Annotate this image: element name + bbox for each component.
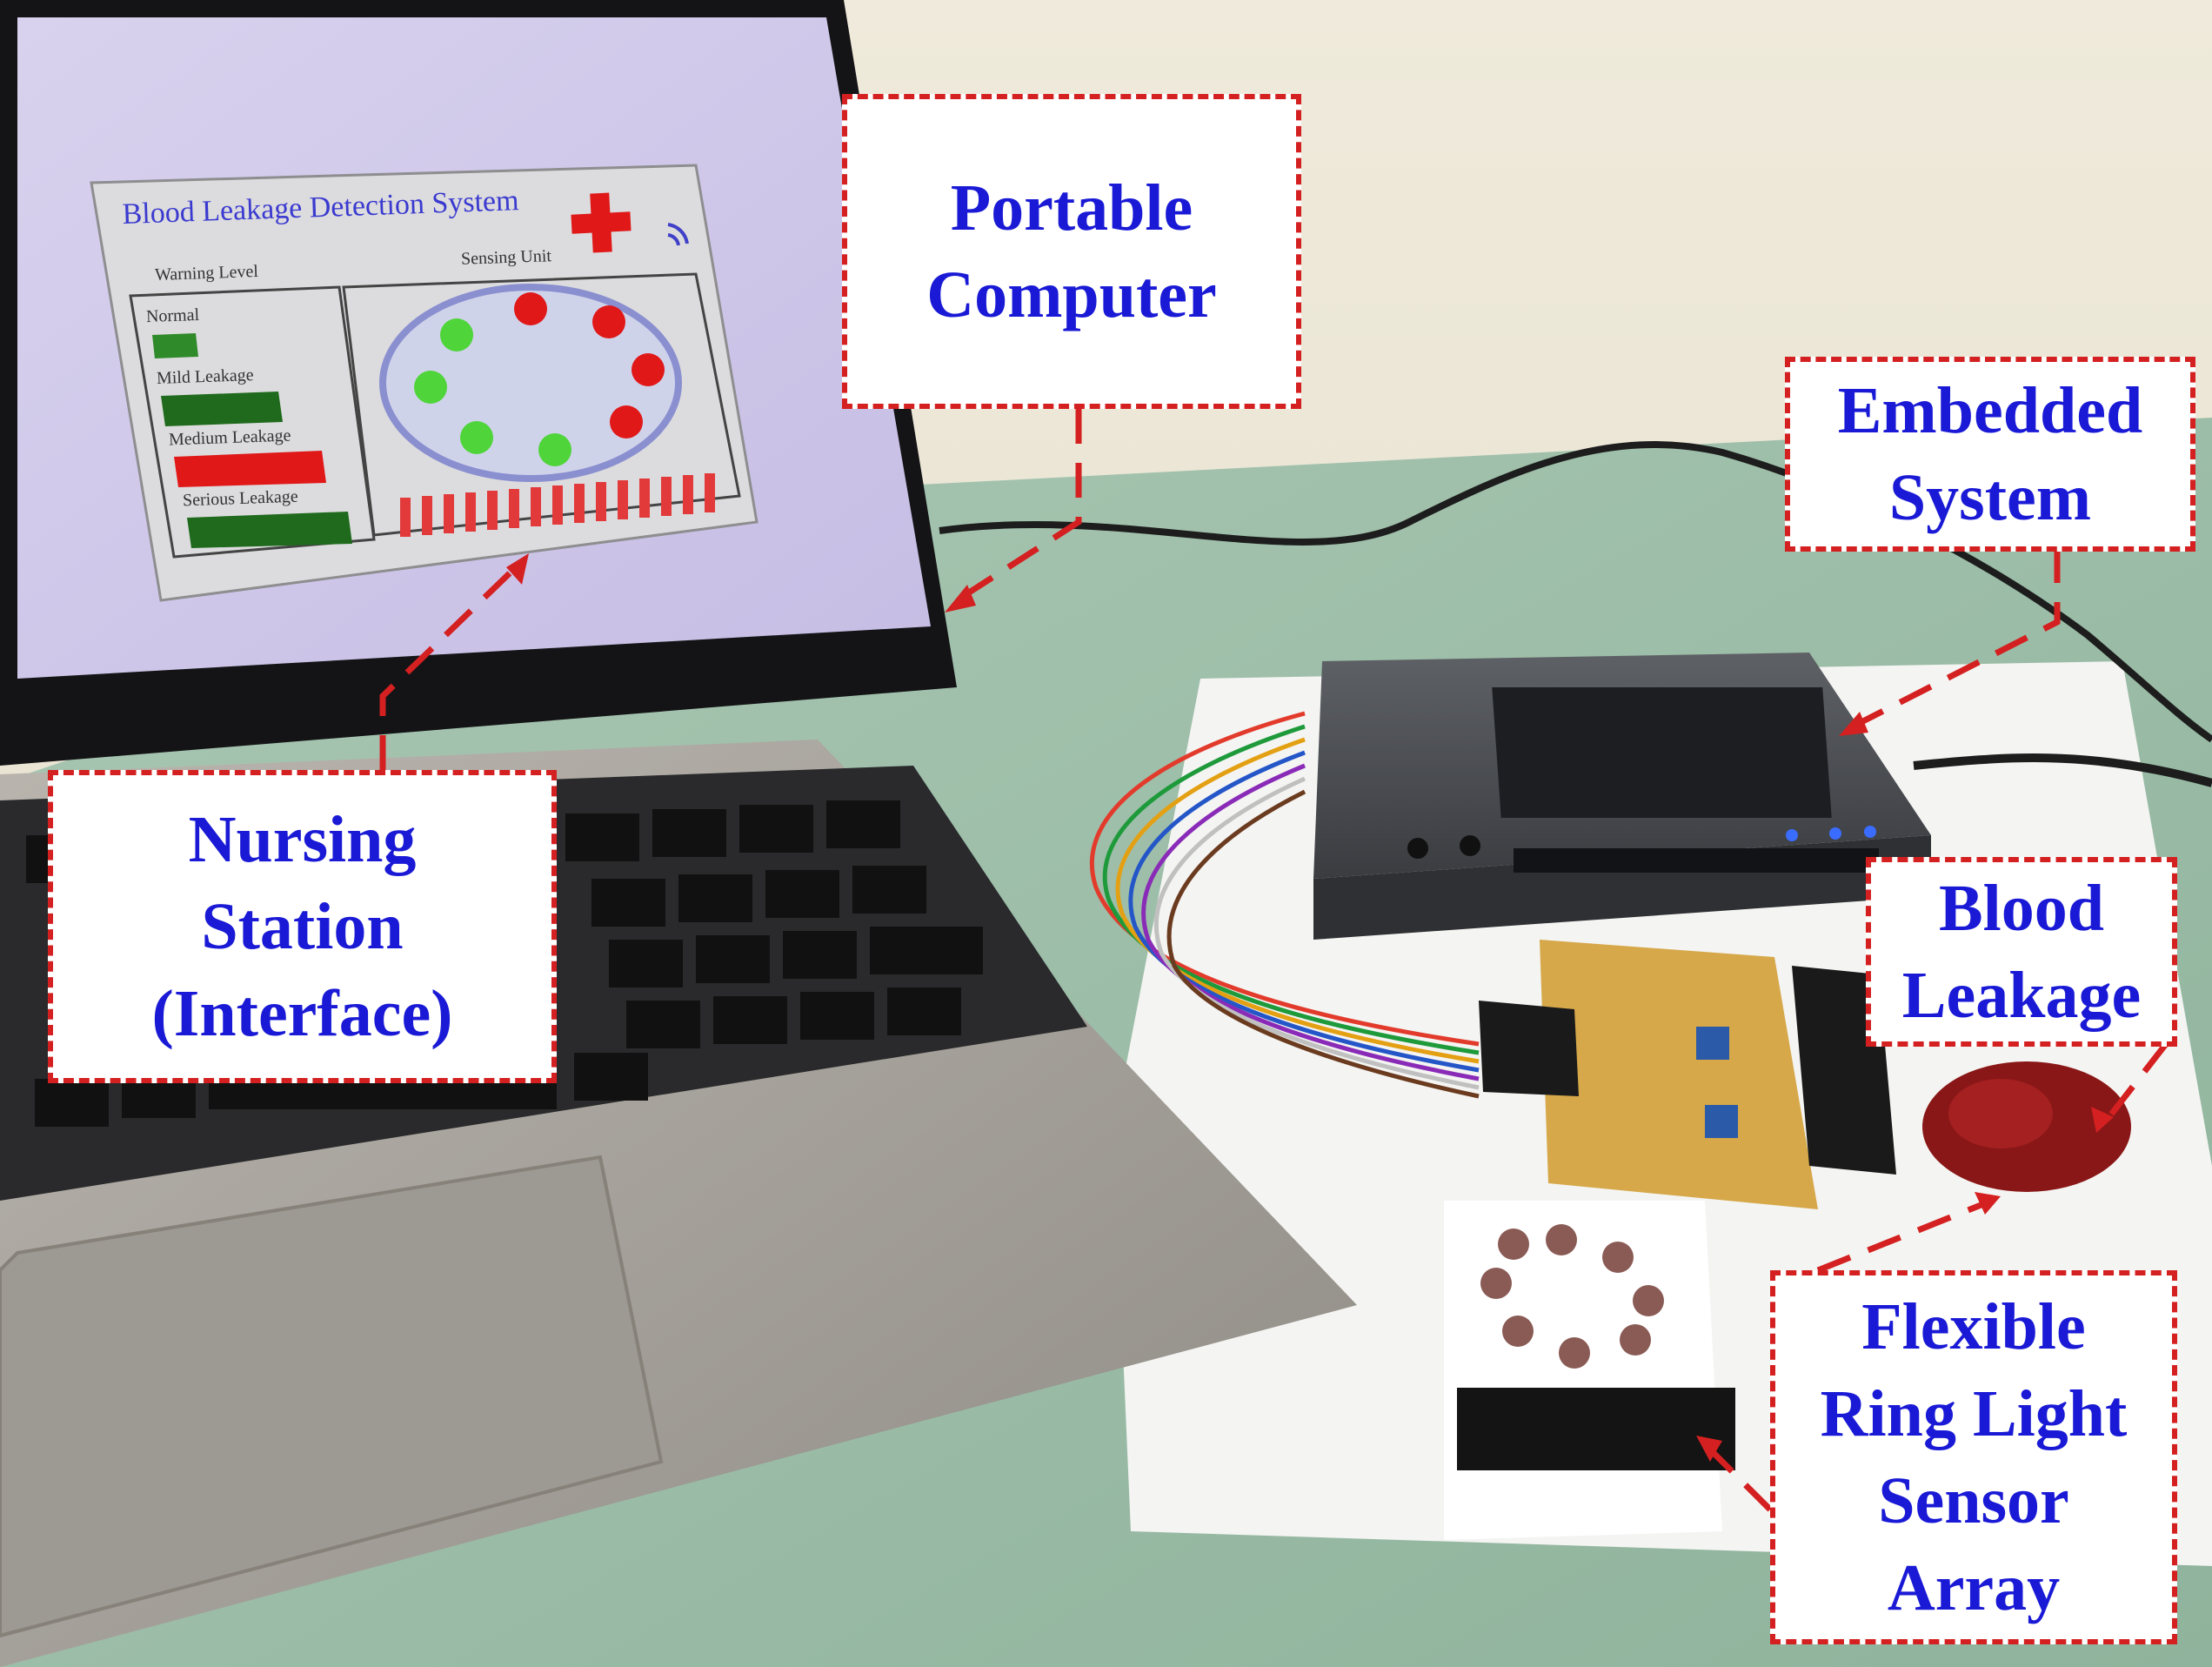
label-sensor-array: Flexible Ring Light Sensor Array (1770, 1270, 2177, 1644)
sensor-array (1457, 1224, 1735, 1470)
label-portable-computer: Portable Computer (842, 94, 1301, 409)
arrow-portable-computer (955, 409, 1082, 603)
led-red (514, 292, 547, 325)
warning-level-heading: Warning Level (154, 261, 259, 285)
level-label-mild: Mild Leakage (156, 365, 254, 388)
arrow-sensor-array-2 (1702, 1442, 1773, 1512)
level-bar-serious (187, 512, 352, 548)
led-green (440, 318, 473, 351)
level-label-normal: Normal (145, 305, 200, 327)
sensor-bar-strip (400, 473, 715, 537)
paper-sheet-2 (1444, 1201, 1722, 1540)
wire-bundle (1089, 711, 1480, 1099)
sensing-unit-heading: Sensing Unit (460, 246, 552, 269)
wifi-icon (667, 223, 689, 246)
arrow-embedded-system (1851, 548, 2061, 730)
screen-ui-window (90, 164, 758, 602)
callout-arrows (379, 409, 2169, 1512)
label-blood-leakage: Blood Leakage (1866, 857, 2177, 1047)
led-red (610, 405, 643, 439)
arrow-heads (506, 553, 2114, 1462)
led-green (414, 371, 447, 404)
label-embedded-system: Embedded System (1785, 357, 2195, 552)
level-label-serious: Serious Leakage (182, 486, 299, 511)
level-bar-mild (161, 392, 283, 426)
blood-sample-highlight (1948, 1079, 2053, 1148)
led-green (538, 433, 571, 466)
arrow-sensor-array (1816, 1197, 1994, 1274)
led-green (460, 421, 493, 454)
embedded-system-device (1313, 653, 1931, 940)
medical-cross-icon (571, 192, 632, 253)
warning-level-panel (129, 285, 376, 559)
led-red (592, 305, 625, 338)
arrow-blood-leakage (2102, 1041, 2169, 1125)
cable-2 (1913, 753, 2212, 787)
led-red (632, 353, 665, 386)
cable (939, 441, 2212, 743)
level-label-medium: Medium Leakage (168, 425, 291, 450)
label-nursing-station: Nursing Station (Interface) (48, 770, 557, 1083)
sensing-unit-panel (342, 272, 741, 537)
level-bar-normal (152, 333, 198, 358)
level-bar-medium (174, 451, 326, 487)
arrow-nursing-station (379, 563, 520, 770)
